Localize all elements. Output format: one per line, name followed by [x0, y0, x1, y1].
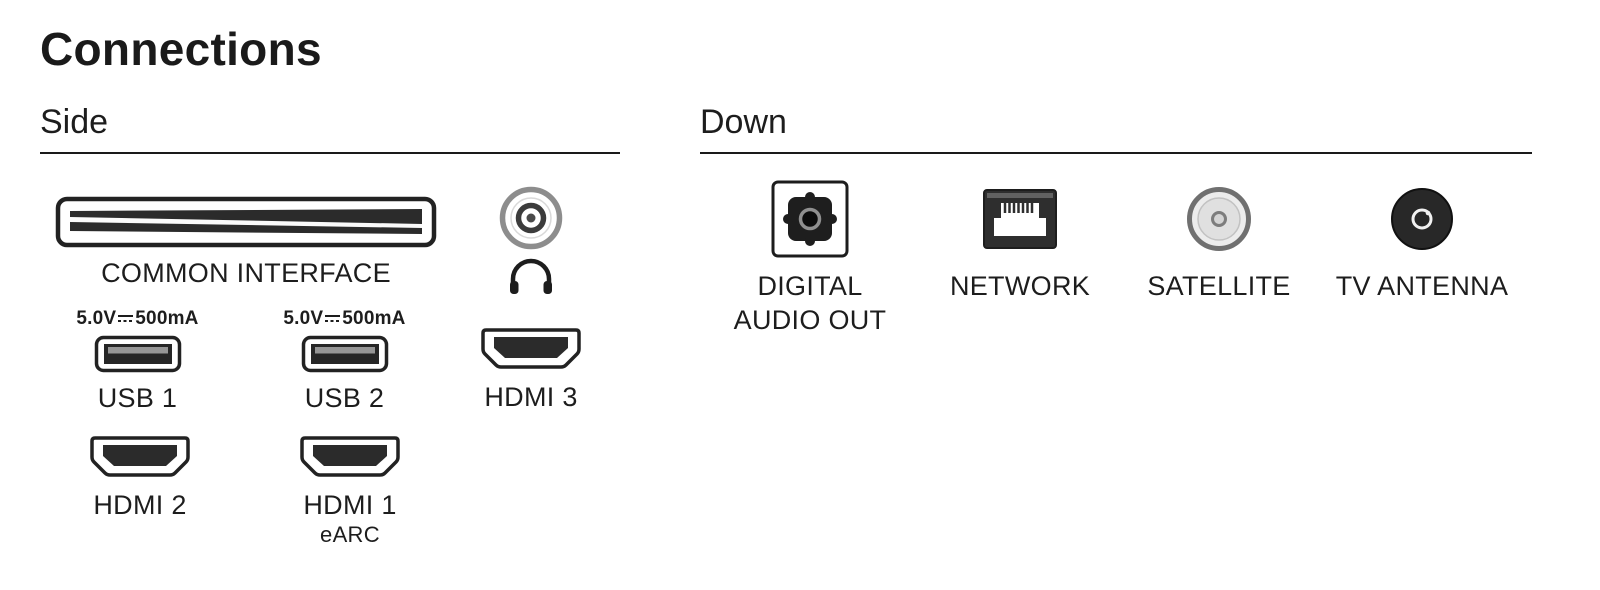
side-section-heading: Side — [40, 103, 109, 141]
satellite-icon-wrap — [1186, 180, 1252, 258]
digital-audio-out-port: DIGITAL AUDIO OUT — [720, 180, 900, 337]
usb2-port: 5.0V 500mA USB 2 — [262, 308, 427, 414]
common-interface-slot-icon — [55, 196, 437, 248]
hdmi1-port: HDMI 1 eARC — [296, 436, 404, 548]
usb2-power-label: 5.0V 500mA — [283, 308, 405, 330]
digital-audio-out-label-line1: DIGITAL — [757, 271, 863, 301]
antenna-connector-icon — [1391, 188, 1453, 250]
network-port: NETWORK — [930, 180, 1110, 302]
optical-audio-icon-wrap — [771, 180, 849, 258]
usb1-voltage: 5.0V — [76, 308, 117, 329]
ethernet-port-icon — [983, 189, 1057, 249]
satellite-label: SATELLITE — [1147, 271, 1291, 301]
common-interface-port: COMMON INTERFACE — [55, 196, 437, 289]
headphones-icon — [510, 258, 552, 294]
hdmi3-port: HDMI 3 — [478, 328, 584, 413]
optical-audio-icon — [771, 180, 849, 258]
usb1-port: 5.0V 500mA USB 1 — [55, 308, 220, 414]
satellite-port: SATELLITE — [1129, 180, 1309, 302]
usb-port-icon — [94, 335, 181, 373]
hdmi-port-icon — [300, 436, 400, 477]
hdmi2-label: HDMI 2 — [93, 490, 187, 520]
antenna-icon-wrap — [1389, 180, 1455, 258]
hdmi3-label: HDMI 3 — [484, 382, 578, 412]
usb2-label: USB 2 — [304, 383, 385, 413]
usb2-voltage: 5.0V — [283, 308, 324, 329]
usb-port-icon — [301, 335, 388, 373]
network-label: NETWORK — [949, 271, 1091, 301]
down-heading-rule — [700, 152, 1532, 154]
dc-symbol — [118, 314, 134, 324]
usb1-label: USB 1 — [97, 383, 178, 413]
headphone-jack-icon — [499, 186, 563, 250]
dc-symbol — [325, 314, 341, 324]
page-title: Connections — [40, 23, 322, 75]
ethernet-icon-wrap — [982, 180, 1058, 258]
common-interface-label: COMMON INTERFACE — [101, 258, 391, 288]
hdmi-port-icon — [90, 436, 190, 477]
hdmi1-label: HDMI 1 — [303, 490, 397, 520]
satellite-connector-icon — [1187, 187, 1251, 251]
headphone-port — [499, 186, 563, 295]
usb1-power-label: 5.0V 500mA — [76, 308, 198, 330]
usb2-current: 500mA — [342, 308, 406, 329]
down-section-heading: Down — [700, 103, 787, 141]
side-heading-rule — [40, 152, 620, 154]
hdmi1-earc-label: eARC — [320, 522, 380, 548]
hdmi-port-icon — [481, 328, 581, 369]
hdmi2-port: HDMI 2 — [86, 436, 194, 521]
tv-antenna-port: TV ANTENNA — [1332, 180, 1512, 302]
digital-audio-out-label-line2: AUDIO OUT — [733, 305, 887, 336]
tv-antenna-label: TV ANTENNA — [1335, 271, 1509, 301]
usb1-current: 500mA — [135, 308, 199, 329]
